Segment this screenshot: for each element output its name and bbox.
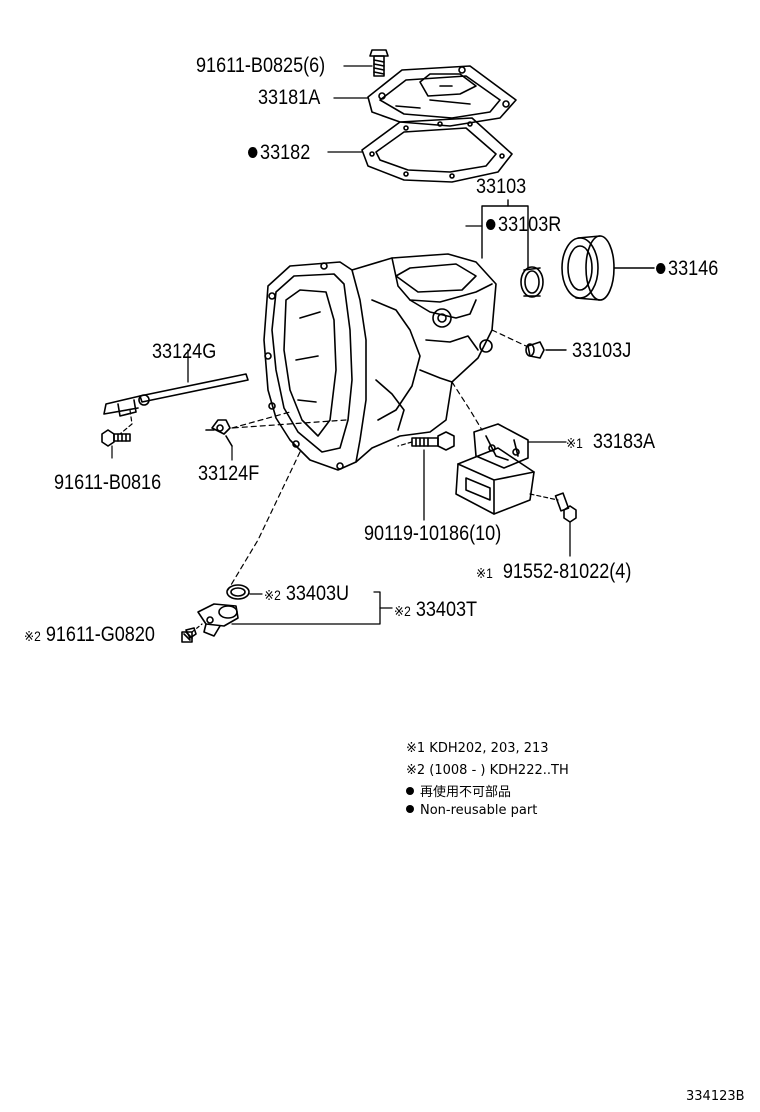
non-reusable-dot-icon <box>248 147 258 158</box>
bracket-f-drawing <box>205 419 233 447</box>
part-label-33181a: 33181A <box>258 86 321 109</box>
note-ref1: ※1 KDH202, 203, 213 <box>406 741 549 756</box>
part-label-33103: 33103 <box>476 175 527 198</box>
part-label-33403u: ※2 33403U <box>264 583 349 604</box>
ref-mark-2: ※2 <box>264 587 281 603</box>
part-number-33103r: 33103R <box>498 213 562 236</box>
bolt-g0820-drawing <box>181 627 197 643</box>
bolt-81022-drawing <box>554 492 577 523</box>
bolt-10186-drawing <box>411 431 455 451</box>
part-label-33182: 33182 <box>248 142 310 163</box>
note-non-reusable-jp: 再使用不可部品 <box>406 786 511 799</box>
part-label-33124f: 33124F <box>198 462 260 485</box>
bullet-dot-icon <box>406 787 414 795</box>
non-reusable-dot-icon <box>656 263 666 274</box>
sleeve-drawing <box>561 235 615 301</box>
part-number-91611-g0820: 91611-G0820 <box>45 623 155 646</box>
part-label-33146: 33146 <box>656 258 718 279</box>
part-number-33146: 33146 <box>668 257 719 280</box>
part-label-90119-10186: 90119-10186(10) <box>364 522 502 545</box>
transmission-case-drawing <box>263 253 497 471</box>
leader-lines <box>327 65 483 227</box>
part-label-91611-b0825: 91611-B0825(6) <box>196 54 326 77</box>
seal-drawing <box>520 266 544 298</box>
case-group-bracket <box>481 199 529 269</box>
diagram-id: 334123B <box>686 1089 745 1104</box>
ref-mark-1: ※1 <box>476 565 493 581</box>
part-label-91552-81022: ※1 91552-81022(4) <box>476 561 631 582</box>
part-label-33183a: ※1 33183A <box>566 431 655 452</box>
ref-mark-1: ※1 <box>566 435 583 451</box>
plug-drawing <box>525 341 545 359</box>
bullet-dot-icon <box>406 805 414 813</box>
non-reusable-dot-icon <box>486 219 496 230</box>
note-en-text: Non-reusable part <box>420 803 538 818</box>
part-number-33183a: 33183A <box>592 430 656 453</box>
part-label-91611-g0820: ※2 91611-G0820 <box>24 624 155 645</box>
part-label-33403t: ※2 33403T <box>394 599 477 620</box>
part-label-33103j: 33103J <box>572 339 632 362</box>
ref-mark-2: ※2 <box>24 628 41 644</box>
part-number-33403t: 33403T <box>415 598 478 621</box>
cover-drawing <box>367 65 517 127</box>
part-label-33103r: 33103R <box>486 214 561 235</box>
part-number-91552-81022: 91552-81022(4) <box>502 560 632 583</box>
sensor-drawing <box>197 603 239 637</box>
note-ref2: ※2 (1008 - ) KDH222..TH <box>406 763 569 778</box>
ref-mark-2: ※2 <box>394 603 411 619</box>
note-jp-text: 再使用不可部品 <box>420 785 512 800</box>
oring-drawing <box>226 584 250 600</box>
part-label-33124g: 33124G <box>152 340 217 363</box>
mount-drawing <box>455 423 535 515</box>
rod-drawing <box>103 373 249 417</box>
part-label-91611-b0816: 91611-B0816 <box>54 471 162 494</box>
bolt-b0816-drawing <box>101 429 131 447</box>
note-non-reusable-en: Non-reusable part <box>406 804 537 817</box>
bolt-top-drawing <box>369 49 389 77</box>
part-number-33182: 33182 <box>260 141 311 164</box>
gasket-drawing <box>361 117 513 183</box>
part-number-33403u: 33403U <box>285 582 350 605</box>
